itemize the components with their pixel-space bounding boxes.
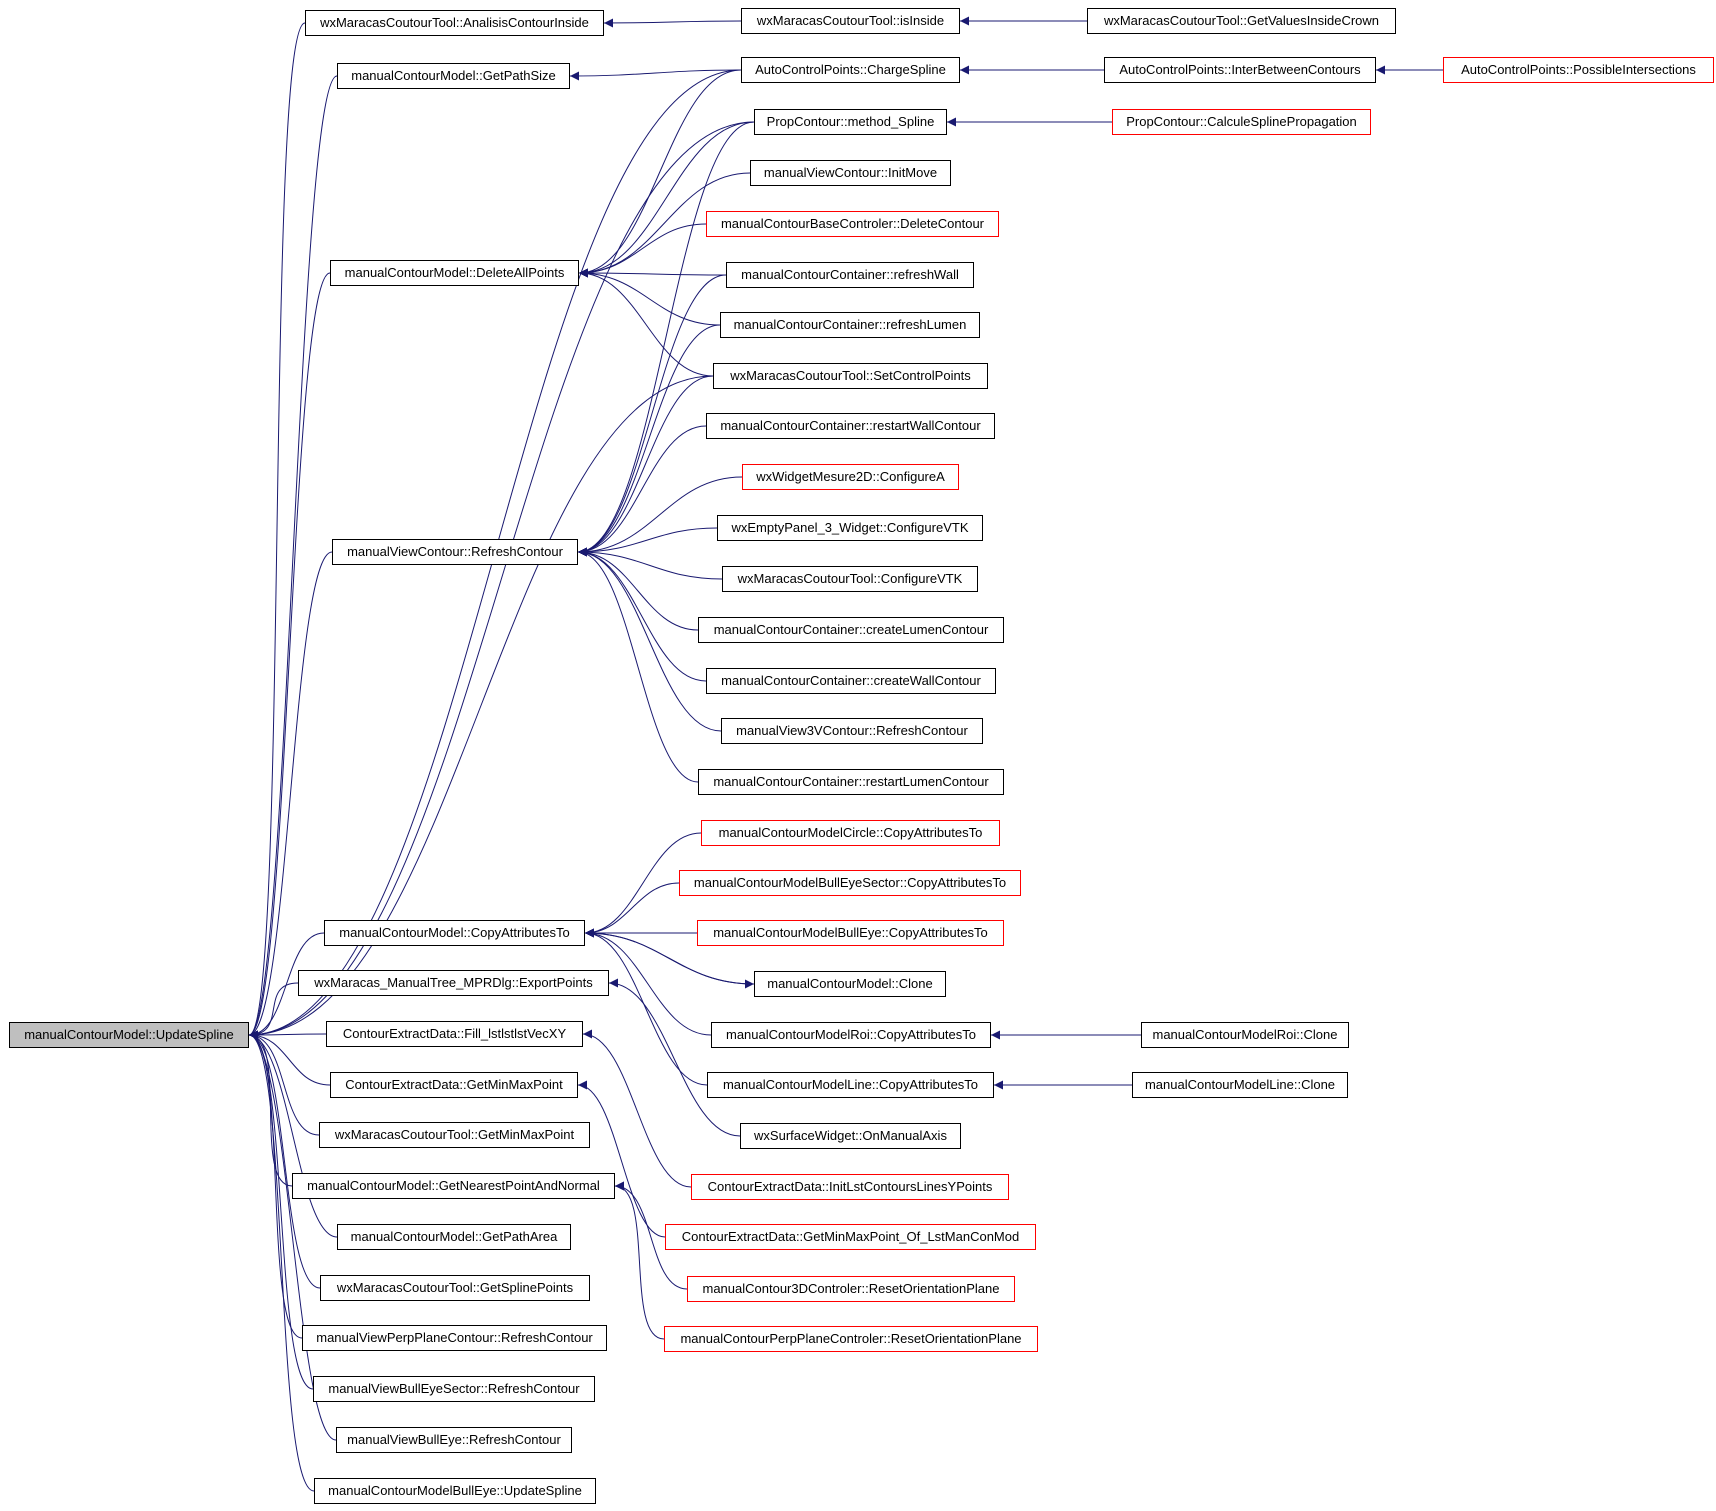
node-wx-maracas-coutour-tool-configure-vtk[interactable]: wxMaracasCoutourTool::ConfigureVTK (722, 566, 978, 592)
edge-m25-to-l1h (577, 1080, 666, 1238)
edge-l1f-to-root (248, 982, 299, 1040)
edge-m13-to-l1d (577, 547, 699, 631)
edge-m8-to-root (248, 375, 714, 1040)
edge-l1d-to-root (248, 551, 333, 1040)
edge-m16-to-l1d (577, 547, 699, 783)
node-wx-maracas-manual-tree-mprdlg-export-points[interactable]: wxMaracas_ManualTree_MPRDlg::ExportPoint… (298, 970, 609, 996)
node-manual-contour-model-roi-copy-attributes-to[interactable]: manualContourModelRoi::CopyAttributesTo (711, 1022, 991, 1048)
node-manual-contour-container-refresh-wall[interactable]: manualContourContainer::refreshWall (726, 262, 974, 288)
edge-m27-to-l1j (614, 1181, 665, 1340)
node-manual-contour-model-get-path-size[interactable]: manualContourModel::GetPathSize (337, 63, 570, 89)
edge-l1e-to-root (248, 932, 325, 1040)
edge-m6-to-l1c (578, 268, 727, 278)
node-manual-view-bull-eye-refresh-contour[interactable]: manualViewBullEye::RefreshContour (336, 1427, 572, 1453)
node-manual-contour-container-restart-lumen-contour[interactable]: manualContourContainer::restartLumenCont… (698, 769, 1004, 795)
edge-l1a-to-root (248, 22, 306, 1040)
edge-m24-to-l1g (582, 1029, 692, 1188)
node-wx-empty-panel-3-widget-configure-vtk[interactable]: wxEmptyPanel_3_Widget::ConfigureVTK (717, 515, 983, 541)
node-manual-contour-model-circle-copy-attributes-to[interactable]: manualContourModelCircle::CopyAttributes… (701, 820, 1000, 846)
edge-m10-to-l1d (577, 476, 743, 557)
edge-m7-to-l1c (578, 268, 721, 326)
node-manual-view-bull-eye-sector-refresh-contour[interactable]: manualViewBullEyeSector::RefreshContour (313, 1376, 595, 1402)
node-contour-extract-data-fill-lstlstlst-vec-xy[interactable]: ContourExtractData::Fill_lstlstlstVecXY (326, 1021, 583, 1047)
node-wx-surface-widget-on-manual-axis[interactable]: wxSurfaceWidget::OnManualAxis (740, 1123, 961, 1149)
edge-m12-to-l1d (577, 547, 723, 580)
node-auto-control-points-inter-between-contours[interactable]: AutoControlPoints::InterBetweenContours (1104, 57, 1376, 83)
node-wx-maracas-coutour-tool-get-min-max-point[interactable]: wxMaracasCoutourTool::GetMinMaxPoint (319, 1122, 590, 1148)
node-auto-control-points-possible-intersections[interactable]: AutoControlPoints::PossibleIntersections (1443, 57, 1714, 83)
edge-m2-to-l1c (578, 69, 742, 278)
edge-m14-to-l1d (577, 547, 707, 682)
edge-m23-to-l1f (608, 978, 741, 1137)
node-wx-maracas-coutour-tool-get-values-inside-crown[interactable]: wxMaracasCoutourTool::GetValuesInsideCro… (1087, 8, 1396, 34)
node-manual-view-perp-plane-contour-refresh-contour[interactable]: manualViewPerpPlaneContour::RefreshConto… (302, 1325, 607, 1351)
node-manual-view-contour-init-move[interactable]: manualViewContour::InitMove (750, 160, 951, 186)
edge-m1-to-l1a (603, 18, 742, 28)
node-wx-maracas-coutour-tool-is-inside[interactable]: wxMaracasCoutourTool::isInside (741, 8, 960, 34)
node-manual-contour-model-update-spline[interactable]: manualContourModel::UpdateSpline (9, 1022, 249, 1048)
edge-m11-to-l1d (577, 527, 718, 557)
node-manual-contour-model-copy-attributes-to[interactable]: manualContourModel::CopyAttributesTo (324, 920, 585, 946)
edge-l1g-to-root (248, 1030, 327, 1040)
node-manual-view-contour-refresh-contour[interactable]: manualViewContour::RefreshContour (332, 539, 578, 565)
node-manual-contour-container-create-lumen-contour[interactable]: manualContourContainer::createLumenConto… (698, 617, 1004, 643)
node-prop-contour-method-spline[interactable]: PropContour::method_Spline (754, 109, 947, 135)
node-manual-contour-model-delete-all-points[interactable]: manualContourModel::DeleteAllPoints (330, 260, 579, 286)
node-manual-contour-model-get-path-area[interactable]: manualContourModel::GetPathArea (337, 1224, 571, 1250)
node-manual-contour-container-refresh-lumen[interactable]: manualContourContainer::refreshLumen (720, 312, 980, 338)
node-contour-extract-data-get-min-max-point-of-lst-man-con-mod[interactable]: ContourExtractData::GetMinMaxPoint_Of_Ls… (665, 1224, 1036, 1250)
node-manual-contour-model-line-copy-attributes-to[interactable]: manualContourModelLine::CopyAttributesTo (707, 1072, 994, 1098)
edge-l1i-to-root (248, 1030, 320, 1136)
edge-m5-to-l1c (578, 223, 707, 278)
node-manual-contour-model-get-nearest-point-and-normal[interactable]: manualContourModel::GetNearestPointAndNo… (292, 1173, 615, 1199)
edge-l1o-to-root (248, 1030, 337, 1441)
node-manual-contour-base-controler-delete-contour[interactable]: manualContourBaseControler::DeleteContou… (706, 211, 999, 237)
edge-m3-to-l1d (577, 121, 755, 557)
node-manual-contour3-dcontroler-reset-orientation-plane[interactable]: manualContour3DControler::ResetOrientati… (687, 1276, 1015, 1302)
edge-m15-to-l1d (577, 547, 722, 732)
edge-m7-to-l1d (577, 324, 721, 557)
node-wx-maracas-coutour-tool-analisis-contour-inside[interactable]: wxMaracasCoutourTool::AnalisisContourIns… (305, 10, 604, 36)
node-contour-extract-data-get-min-max-point[interactable]: ContourExtractData::GetMinMaxPoint (330, 1072, 578, 1098)
edge-l1c-to-root (248, 272, 331, 1040)
node-manual-contour-model-line-clone[interactable]: manualContourModelLine::Clone (1132, 1072, 1348, 1098)
edge-m8-to-l1c (578, 268, 714, 377)
edge-m17-to-l1e (584, 832, 702, 938)
edge-l1p-to-root (248, 1030, 315, 1492)
edge-m6-to-l1d (577, 274, 727, 557)
edge-m3-to-l1c (578, 121, 755, 278)
node-manual-contour-model-bull-eye-sector-copy-attributes-to[interactable]: manualContourModelBullEyeSector::CopyAtt… (679, 870, 1021, 896)
edge-m18-to-l1e (584, 882, 680, 938)
edge-m9-to-l1d (577, 425, 707, 557)
node-manual-contour-model-clone[interactable]: manualContourModel::Clone (754, 971, 946, 997)
node-manual-view3-vcontour-refresh-contour[interactable]: manualView3VContour::RefreshContour (721, 718, 983, 744)
node-wx-widget-mesure2-d-configure-a[interactable]: wxWidgetMesure2D::ConfigureA (742, 464, 959, 490)
edge-m8-to-l1d (577, 375, 714, 557)
node-manual-contour-perp-plane-controler-reset-orientation-plane[interactable]: manualContourPerpPlaneControler::ResetOr… (664, 1326, 1038, 1352)
node-manual-contour-container-restart-wall-contour[interactable]: manualContourContainer::restartWallConto… (706, 413, 995, 439)
node-manual-contour-model-roi-clone[interactable]: manualContourModelRoi::Clone (1141, 1022, 1349, 1048)
edge-m22-to-l1e (584, 928, 708, 1086)
node-manual-contour-model-bull-eye-copy-attributes-to[interactable]: manualContourModelBullEye::CopyAttribute… (697, 920, 1004, 946)
edge-m26-to-l1j (614, 1181, 688, 1290)
node-wx-maracas-coutour-tool-set-control-points[interactable]: wxMaracasCoutourTool::SetControlPoints (713, 363, 988, 389)
node-prop-contour-calcule-spline-propagation[interactable]: PropContour::CalculeSplinePropagation (1112, 109, 1371, 135)
edge-m21-to-l1e (584, 928, 712, 1036)
node-auto-control-points-charge-spline[interactable]: AutoControlPoints::ChargeSpline (741, 57, 960, 83)
edge-l1b-to-root (248, 75, 338, 1040)
edge-l1h-to-root (248, 1030, 331, 1086)
node-manual-contour-model-bull-eye-update-spline[interactable]: manualContourModelBullEye::UpdateSpline (314, 1478, 596, 1504)
node-contour-extract-data-init-lst-contours-lines-ypoints[interactable]: ContourExtractData::InitLstContoursLines… (691, 1174, 1009, 1200)
edge-l1k-to-root (248, 1030, 338, 1238)
node-manual-contour-container-create-wall-contour[interactable]: manualContourContainer::createWallContou… (706, 668, 996, 694)
edge-m2-to-l1b (569, 69, 742, 81)
edge-l1l-to-root (248, 1030, 321, 1289)
node-wx-maracas-coutour-tool-get-spline-points[interactable]: wxMaracasCoutourTool::GetSplinePoints (320, 1275, 590, 1301)
edge-l1e-to-m20 (584, 932, 755, 989)
